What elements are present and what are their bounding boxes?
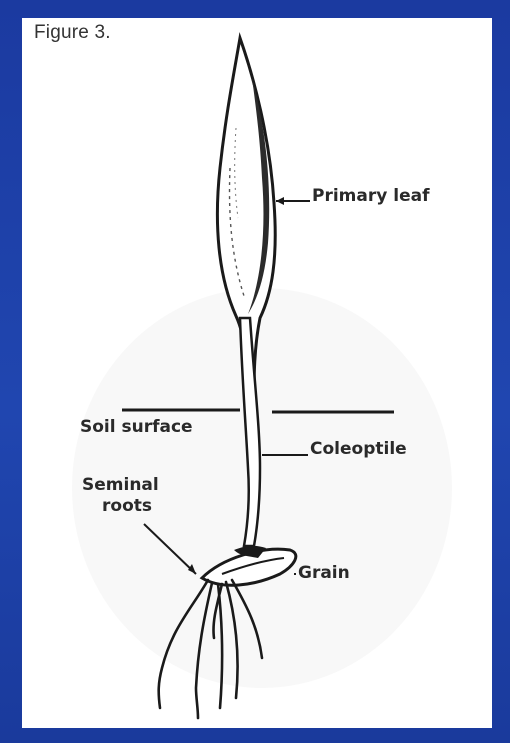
label-grain: Grain <box>298 563 350 584</box>
label-soil-surface: Soil surface <box>80 417 193 438</box>
figure-panel: Figure 3. <box>22 18 492 728</box>
label-primary-leaf: Primary leaf <box>312 186 429 207</box>
label-seminal: Seminal <box>82 475 159 496</box>
label-coleoptile: Coleoptile <box>310 439 407 460</box>
seedling-diagram <box>22 18 492 728</box>
arrow-primary-leaf <box>276 197 284 205</box>
label-roots: roots <box>102 496 152 517</box>
